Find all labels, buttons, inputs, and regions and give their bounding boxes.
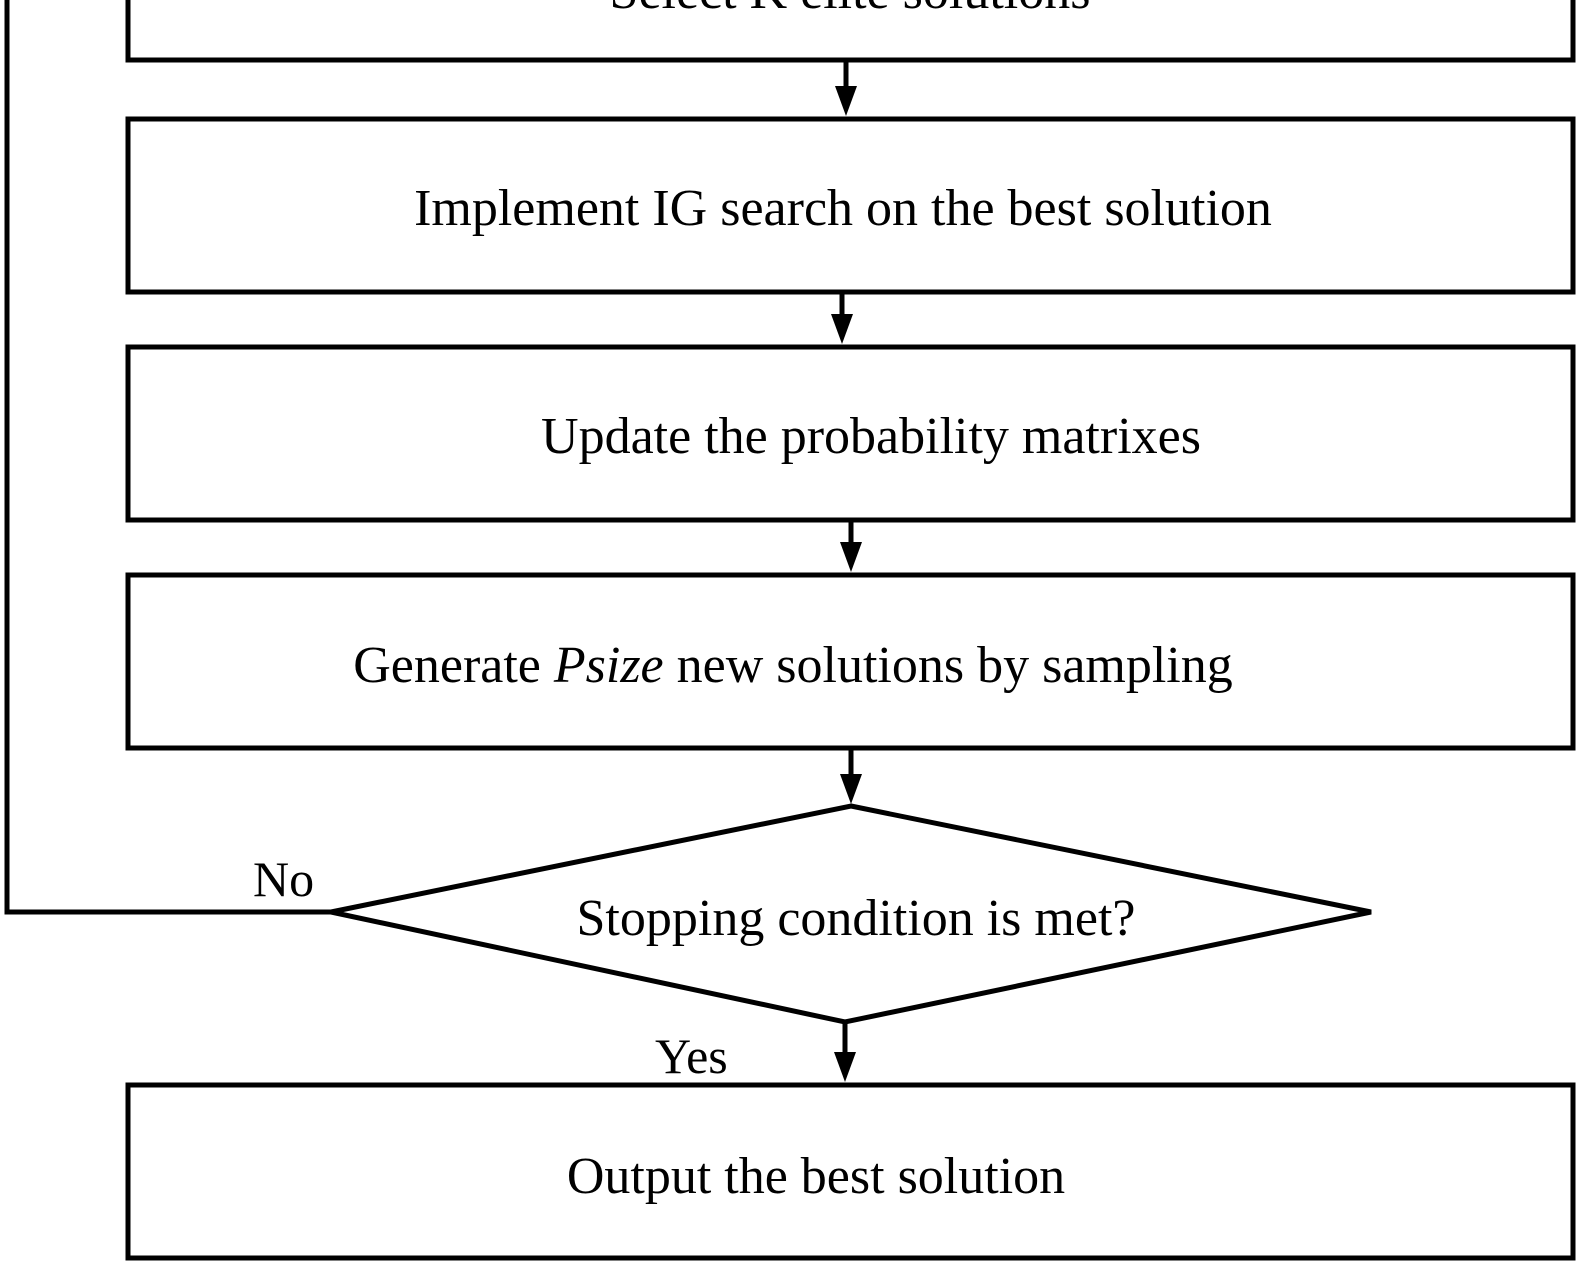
output-box <box>125 1082 1576 1261</box>
ig-search-box <box>125 116 1576 295</box>
generate-label-prefix: Generate <box>353 637 554 694</box>
no-branch-label: No <box>253 851 314 907</box>
generate-label-suffix: new solutions by sampling <box>664 637 1233 694</box>
update-matrices-label: Update the probability matrixes <box>541 408 1201 465</box>
arrowhead-select-to-ig <box>835 86 857 116</box>
arrowhead-ig-to-update <box>831 314 853 344</box>
arrowhead-decision-to-output <box>834 1052 856 1082</box>
arrowhead-update-to-generate <box>840 542 862 572</box>
stopping-condition-label: Stopping condition is met? <box>577 890 1136 947</box>
select-elite-box <box>125 0 1576 63</box>
yes-branch-label: Yes <box>655 1028 728 1084</box>
generate-box <box>125 572 1576 751</box>
no-loop-line <box>4 0 331 915</box>
select-elite-label: Select K elite solutions <box>610 0 1091 20</box>
output-label: Output the best solution <box>567 1148 1065 1205</box>
ig-search-label: Implement IG search on the best solution <box>414 180 1272 237</box>
update-matrices-box <box>125 344 1576 523</box>
generate-label: Generate Psize new solutions by sampling <box>353 637 1233 694</box>
arrowhead-generate-to-decision <box>840 774 862 804</box>
generate-label-var: Psize <box>553 637 664 694</box>
